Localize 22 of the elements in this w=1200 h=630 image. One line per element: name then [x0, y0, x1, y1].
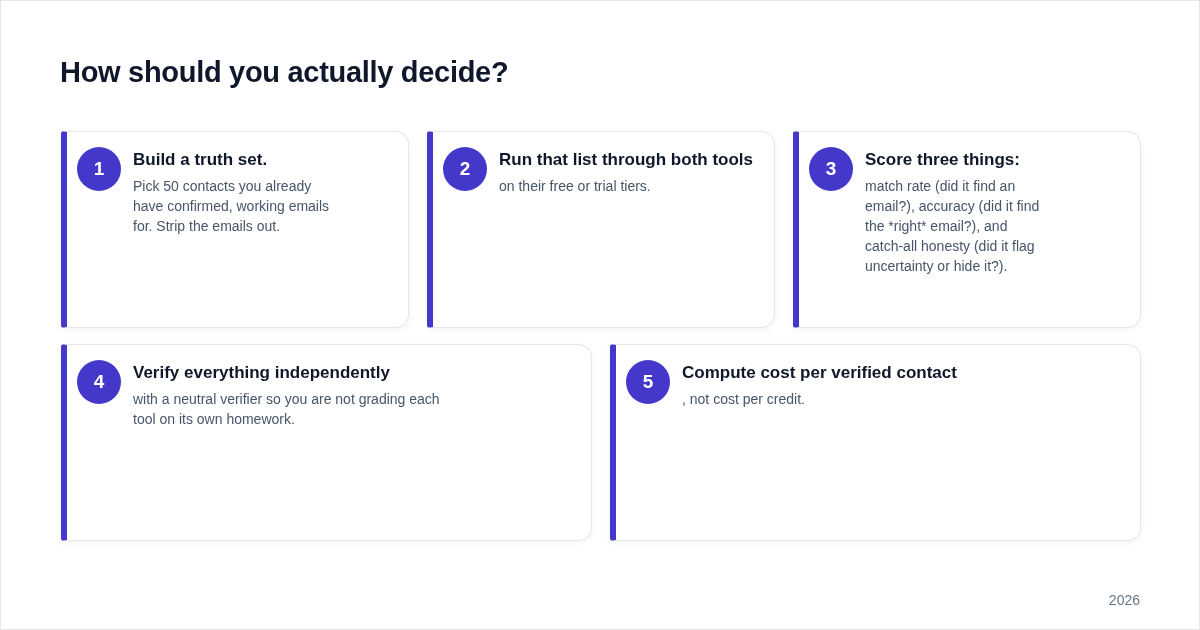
step-description: with a neutral verifier so you are not grading each tool on its own homework.	[133, 390, 441, 429]
step-description: Pick 50 contacts you already have confirmed, working emails for. Strip the emails out.	[133, 177, 331, 236]
step-heading: Run that list through both tools	[499, 149, 753, 171]
step-description: , not cost per credit.	[682, 390, 806, 409]
step-heading: Compute cost per verified contact	[682, 362, 957, 384]
step-number-circle: 5	[626, 360, 670, 404]
step-description: match rate (did it find an email?), accuracy (did it find the *right* email?), and catch-all honesty (did it flag uncertainty or hide it?).	[865, 177, 1041, 276]
year-label: 2026	[1108, 591, 1140, 609]
step-card	[793, 131, 1141, 328]
step-card	[61, 344, 592, 541]
step-card	[61, 131, 409, 328]
step-number-circle: 3	[809, 147, 853, 191]
step-heading: Build a truth set.	[133, 149, 268, 171]
step-heading: Score three things:	[865, 149, 1020, 171]
title: How should you actually decide?	[60, 55, 509, 90]
step-number-circle: 4	[77, 360, 121, 404]
step-heading: Verify everything independently	[133, 362, 390, 384]
step-card	[427, 131, 775, 328]
step-card	[610, 344, 1141, 541]
step-description: on their free or trial tiers.	[499, 177, 652, 196]
step-number-circle: 1	[77, 147, 121, 191]
step-number-circle: 2	[443, 147, 487, 191]
